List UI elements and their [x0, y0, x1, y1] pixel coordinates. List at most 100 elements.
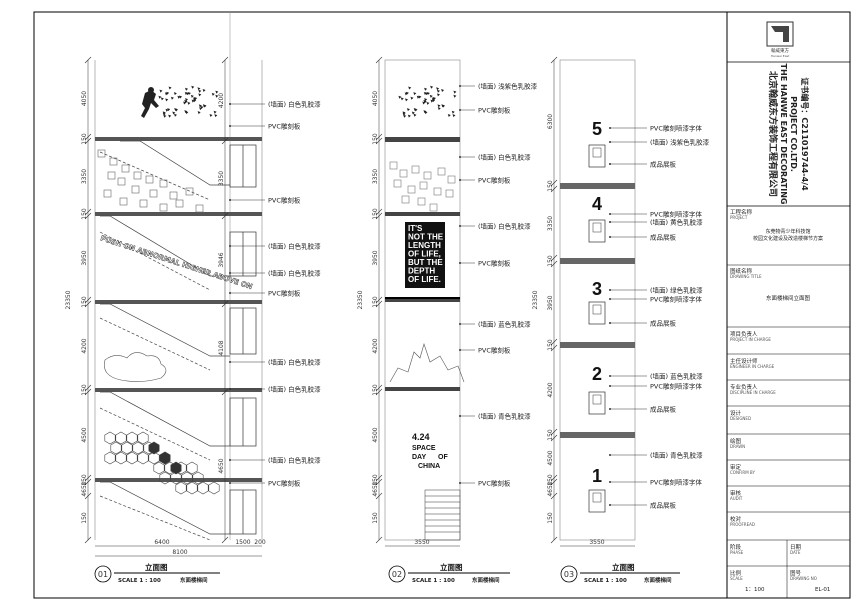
material-label: (墙面) 青色乳胶漆	[478, 411, 531, 420]
dimension-value: 3350	[372, 169, 379, 184]
svg-text:立面图: 立面图	[145, 562, 168, 572]
square-tile	[393, 179, 402, 188]
material-label: (墙面) 白色乳胶漆	[478, 152, 531, 161]
svg-text:3550: 3550	[589, 539, 604, 546]
hexagon-cell-filled	[170, 461, 182, 475]
company-logo	[766, 21, 794, 47]
svg-text:SPACE: SPACE	[412, 445, 436, 452]
hexagon-cell	[197, 481, 209, 495]
particle	[408, 86, 412, 90]
particle	[191, 85, 195, 89]
material-label: 成品展板	[650, 318, 677, 327]
dimension-value: 4650	[372, 481, 379, 496]
dimension-value: 3350	[81, 169, 88, 184]
elevation-01: PUSH ON ABNORMAL HIGHER ABOVE ON 4050150…	[65, 12, 321, 557]
square-tile	[423, 171, 432, 180]
sheet-border	[33, 11, 851, 599]
svg-text:EL-01: EL-01	[815, 587, 830, 593]
svg-text:校对: 校对	[730, 515, 742, 523]
dimension-value: 4200	[81, 338, 88, 353]
particle	[185, 111, 189, 115]
particle	[179, 95, 183, 99]
dimension-value: 6300	[547, 114, 554, 129]
hexagon-cell	[104, 431, 116, 445]
particle	[215, 94, 219, 98]
particle	[405, 98, 409, 102]
material-label: PVC雕刻板	[268, 288, 301, 297]
particle	[424, 111, 428, 115]
particle	[193, 99, 197, 103]
floor-bands	[385, 137, 460, 391]
square-tile	[97, 149, 106, 158]
particle	[418, 95, 422, 99]
material-label: PVC雕刻喷漆字体	[650, 294, 702, 303]
square-tile	[117, 177, 126, 186]
quote-line: DEPTH	[408, 267, 435, 276]
dimension-value: 150	[547, 255, 554, 267]
quote-line: BUT THE	[408, 258, 443, 267]
svg-text:DAY: DAY	[412, 454, 426, 461]
particle	[186, 92, 190, 96]
particle	[213, 110, 217, 114]
particle	[211, 92, 215, 96]
svg-text:Hanwei East: Hanwei East	[771, 54, 790, 58]
square-tile	[107, 171, 116, 180]
space-day-poster: 4.24 SPACE DAY OF CHINA	[412, 432, 448, 470]
hexagon-cell	[137, 451, 149, 465]
particle	[436, 93, 440, 97]
svg-text:东面楼梯间: 东面楼梯间	[472, 576, 500, 584]
svg-text:日期: 日期	[790, 544, 802, 551]
hexagon-pattern	[104, 431, 220, 495]
square-tile	[433, 187, 442, 196]
dimension-value: 4650	[547, 481, 554, 496]
material-label: (墙面) 白色乳胶漆	[478, 221, 531, 230]
hexagon-cell	[115, 431, 127, 445]
material-label: PVC雕刻板	[268, 121, 301, 130]
dimension-value: 150	[547, 429, 554, 441]
square-tile	[145, 175, 154, 184]
particle	[198, 93, 202, 97]
svg-text:4.24: 4.24	[412, 432, 430, 442]
dimension-value: 150	[81, 296, 88, 308]
dimension-value: 4500	[81, 427, 88, 442]
particle	[159, 89, 163, 93]
dimension-value: 150	[547, 512, 554, 524]
square-tile	[159, 179, 168, 188]
hexagon-cell-filled	[159, 451, 171, 465]
hexagon-cell	[175, 481, 187, 495]
hexagon-cell	[181, 471, 193, 485]
material-label: 成品展板	[650, 500, 677, 509]
square-tile	[103, 189, 112, 198]
particle	[165, 98, 169, 102]
particle	[406, 108, 410, 112]
particle	[170, 96, 174, 100]
particle	[437, 104, 441, 108]
hexagon-cell-filled	[148, 441, 160, 455]
svg-text:SCALE: SCALE	[730, 576, 743, 581]
svg-text:主任设计师: 主任设计师	[730, 357, 758, 365]
material-label: 成品展板	[650, 232, 677, 241]
particle	[185, 98, 189, 102]
particle	[187, 101, 191, 105]
dimension-value: 150	[372, 474, 379, 486]
hexagon-cell	[104, 451, 116, 465]
dimension-value: 150	[372, 512, 379, 524]
particle	[441, 104, 445, 108]
square-tile	[119, 197, 128, 206]
particle	[198, 104, 202, 108]
dimension-value: 150	[372, 133, 379, 145]
dimension-value: 150	[547, 339, 554, 351]
svg-text:DESIGNED: DESIGNED	[730, 416, 751, 421]
hexagon-cell	[115, 451, 127, 465]
floor-number: 2	[592, 364, 602, 384]
dimension-value: 4650	[218, 458, 225, 473]
square-tile	[185, 187, 194, 196]
svg-text:东面楼梯间: 东面楼梯间	[644, 576, 672, 584]
particle	[436, 89, 440, 93]
material-label: PVC雕刻喷漆字体	[650, 123, 702, 132]
svg-text:项目负责人: 项目负责人	[730, 330, 758, 338]
svg-text:东面楼梯间: 东面楼梯间	[180, 576, 208, 584]
svg-text:设计: 设计	[730, 409, 742, 417]
svg-text:8100: 8100	[172, 549, 187, 556]
